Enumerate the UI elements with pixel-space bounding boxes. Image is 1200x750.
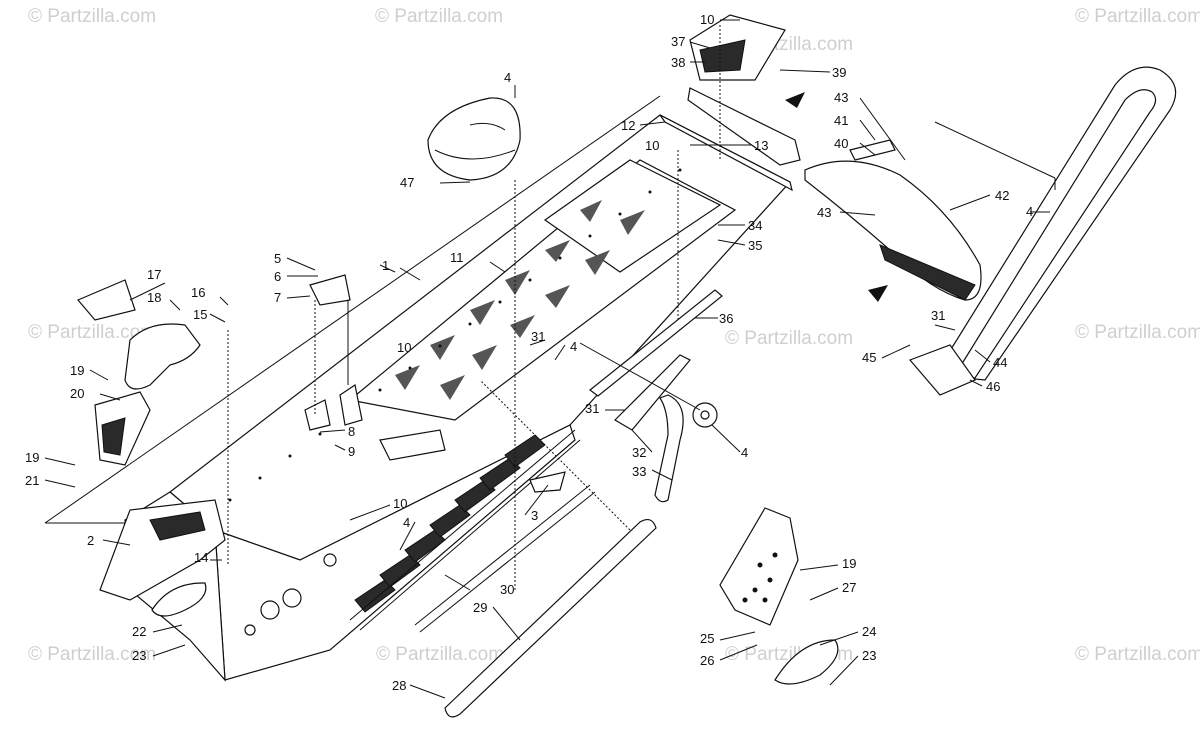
callout-1: 1	[382, 258, 389, 273]
rear-cross-bracket	[687, 87, 801, 166]
callout-4: 4	[403, 515, 410, 530]
foot-rest	[614, 354, 691, 503]
callout-12: 12	[621, 118, 635, 133]
callout-29: 29	[473, 600, 487, 615]
watermark: © Partzilla.com	[28, 644, 156, 665]
callout-28: 28	[392, 678, 406, 693]
callout-31: 31	[531, 329, 545, 344]
callout-41: 41	[834, 113, 848, 128]
right-footrest-parts	[151, 507, 839, 685]
direction-arrow	[868, 285, 888, 302]
callout-47: 47	[400, 175, 414, 190]
callout-17: 17	[147, 267, 161, 282]
callout-34: 34	[748, 218, 762, 233]
watermark: © Partzilla.com	[1075, 644, 1200, 665]
callout-2: 2	[87, 533, 94, 548]
callout-labels: 1 2 3 4 4 4 4 4 5 6 7 8 9 10 10 10 10 11…	[25, 12, 1033, 693]
tunnel-chassis	[124, 114, 793, 682]
callout-18: 18	[147, 290, 161, 305]
watermark: © Partzilla.com	[375, 6, 503, 27]
callout-38: 38	[671, 55, 685, 70]
small-brackets	[304, 274, 718, 493]
callout-36: 36	[719, 311, 733, 326]
callout-5: 5	[274, 251, 281, 266]
rear-mount	[908, 344, 976, 396]
callout-39: 39	[832, 65, 846, 80]
callout-10: 10	[700, 12, 714, 27]
callout-15: 15	[193, 307, 207, 322]
callout-14: 14	[194, 550, 208, 565]
callout-10: 10	[393, 496, 407, 511]
callout-10: 10	[397, 340, 411, 355]
callout-4: 4	[1026, 204, 1033, 219]
rear-flap-assembly	[804, 139, 982, 301]
callout-46: 46	[986, 379, 1000, 394]
callout-6: 6	[274, 269, 281, 284]
callout-20: 20	[70, 386, 84, 401]
callout-10: 10	[645, 138, 659, 153]
callout-7: 7	[274, 290, 281, 305]
callout-11: 11	[450, 250, 464, 265]
callout-45: 45	[862, 350, 876, 365]
watermark: © Partzilla.com	[1075, 322, 1200, 343]
leader-lines	[44, 19, 1056, 699]
callout-35: 35	[748, 238, 762, 253]
callout-3: 3	[531, 508, 538, 523]
rear-bumper	[933, 66, 1177, 381]
callout-22: 22	[132, 624, 146, 639]
callout-31: 31	[585, 401, 599, 416]
callout-44: 44	[993, 355, 1007, 370]
callout-25: 25	[700, 631, 714, 646]
callout-24: 24	[862, 624, 876, 639]
callout-42: 42	[995, 188, 1009, 203]
side-rail	[589, 289, 723, 397]
hitch-plate	[689, 14, 786, 81]
running-rail	[414, 484, 657, 718]
callout-23: 23	[132, 648, 146, 663]
callout-23: 23	[862, 648, 876, 663]
callout-19: 19	[70, 363, 84, 378]
callout-4: 4	[504, 70, 511, 85]
callout-43: 43	[817, 205, 831, 220]
callout-8: 8	[348, 424, 355, 439]
callout-9: 9	[348, 444, 355, 459]
callout-32: 32	[632, 445, 646, 460]
callout-4: 4	[741, 445, 748, 460]
front-bracket	[99, 499, 226, 601]
watermark: © Partzilla.com	[725, 328, 853, 349]
callout-37: 37	[671, 34, 685, 49]
callout-4: 4	[570, 339, 577, 354]
left-footrest-parts	[77, 279, 201, 466]
seat-bag	[427, 97, 521, 181]
direction-arrow	[785, 92, 805, 108]
callout-33: 33	[632, 464, 646, 479]
watermark: © Partzilla.com	[1075, 6, 1200, 27]
watermark: © Partzilla.com	[28, 6, 156, 27]
callout-26: 26	[700, 653, 714, 668]
callout-16: 16	[191, 285, 205, 300]
callout-43: 43	[834, 90, 848, 105]
watermark: © Partzilla.com	[28, 322, 156, 343]
watermark: © Partzilla.com	[376, 644, 504, 665]
callout-31: 31	[931, 308, 945, 323]
callout-19: 19	[25, 450, 39, 465]
callout-40: 40	[834, 136, 848, 151]
callout-21: 21	[25, 473, 39, 488]
callout-19: 19	[842, 556, 856, 571]
callout-13: 13	[754, 138, 768, 153]
callout-27: 27	[842, 580, 856, 595]
callout-30: 30	[500, 582, 514, 597]
